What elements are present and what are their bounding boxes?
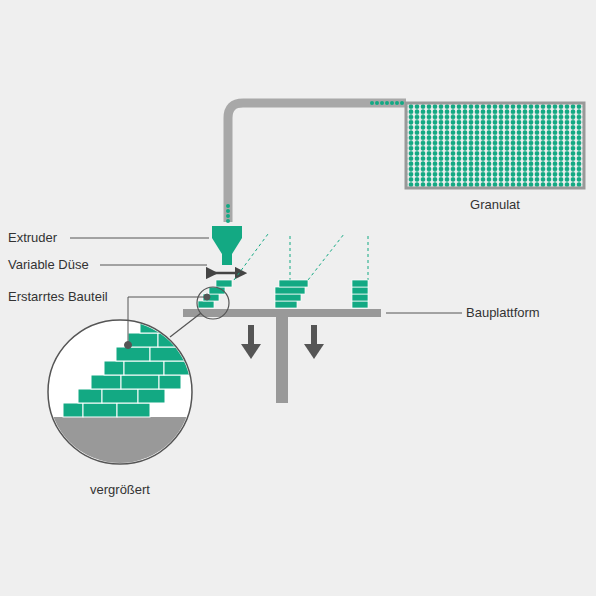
feed-tube <box>228 103 406 222</box>
granules-in-tube <box>226 101 404 223</box>
part-label: Granulat <box>470 197 520 213</box>
part-label: Extruder <box>8 230 57 246</box>
guide-lines <box>234 234 368 280</box>
part-label: Erstarrtes Bauteil <box>8 289 108 305</box>
granulate-container <box>406 103 584 188</box>
part-label: Bauplattform <box>466 305 540 321</box>
down-arrows <box>241 325 324 359</box>
leader-lines <box>70 238 462 349</box>
magnifier-outline <box>48 320 192 464</box>
magnifier-link <box>170 313 201 337</box>
magnifier-small <box>197 287 229 319</box>
nozzle-arrow <box>212 272 241 275</box>
build-platform <box>183 309 381 317</box>
magnified-content <box>40 319 210 477</box>
caption-label: vergrößert <box>90 482 150 498</box>
platform-stem <box>276 317 288 403</box>
extruder <box>212 226 242 265</box>
printed-parts <box>198 280 368 308</box>
part-label: Variable Düse <box>8 257 89 273</box>
